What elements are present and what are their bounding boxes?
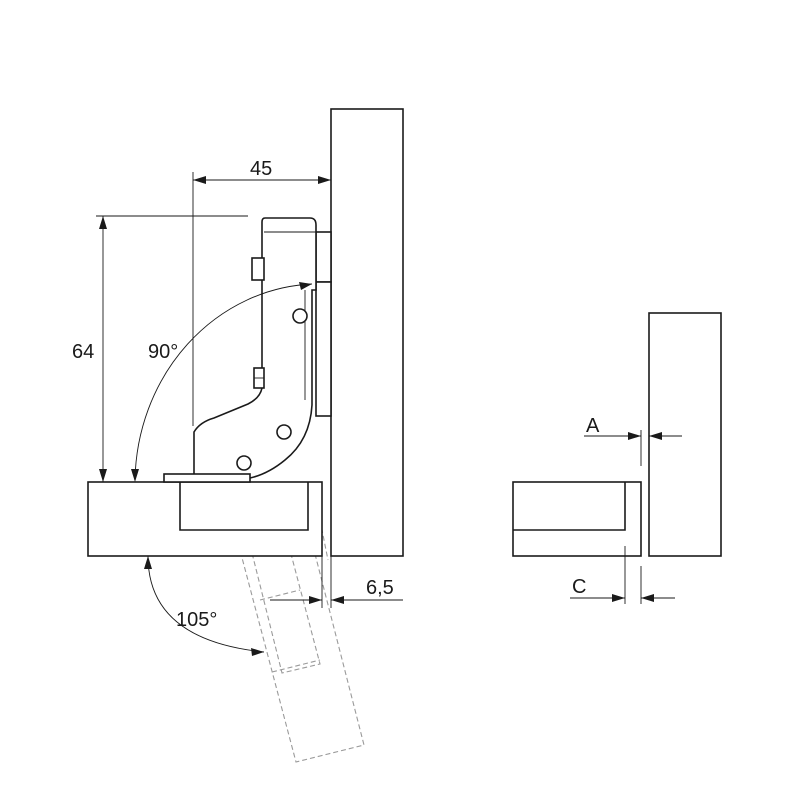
dimension-6-5: 6,5 bbox=[270, 556, 403, 608]
detail-side-panel bbox=[648, 312, 722, 557]
dimension-6-5-label: 6,5 bbox=[366, 577, 394, 599]
cabinet-side-panel bbox=[330, 108, 404, 557]
hinge-arm bbox=[163, 217, 332, 483]
detail-view: A C bbox=[512, 312, 722, 604]
cup-flange bbox=[163, 473, 251, 483]
gap-a-label: A bbox=[586, 415, 600, 437]
hinge-cup bbox=[179, 482, 309, 531]
angle-105: 105° bbox=[144, 555, 265, 656]
dimension-64: 64 bbox=[72, 215, 248, 482]
hinge-rivet-low bbox=[236, 455, 252, 471]
dimension-45-label: 45 bbox=[250, 158, 272, 180]
hinge-rivet-mid bbox=[276, 424, 292, 440]
angle-90: 90° bbox=[131, 282, 313, 482]
adjust-screw-top bbox=[251, 257, 265, 281]
angle-105-label: 105° bbox=[176, 609, 217, 631]
dimension-45: 45 bbox=[192, 158, 331, 426]
gap-c-label: C bbox=[572, 576, 586, 598]
mounting-plate-top bbox=[315, 231, 332, 283]
door-panel bbox=[87, 481, 323, 557]
angle-90-label: 90° bbox=[148, 341, 178, 363]
detail-cup bbox=[513, 482, 626, 531]
detail-door bbox=[512, 481, 642, 557]
dimension-64-label: 64 bbox=[72, 341, 94, 363]
mounting-plate bbox=[315, 281, 332, 417]
hinge-rivet-top bbox=[292, 308, 308, 324]
